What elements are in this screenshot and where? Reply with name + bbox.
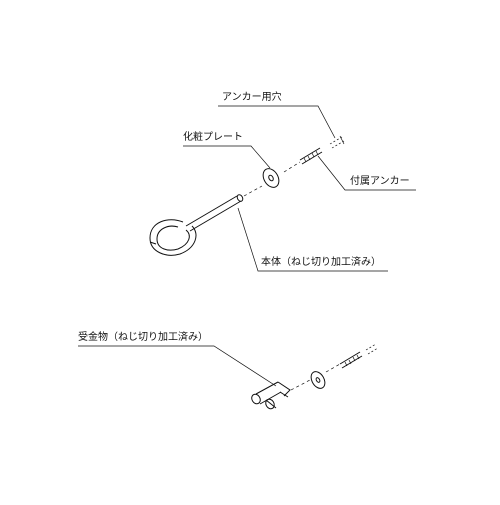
label-anchor-hole: アンカー用穴 — [222, 92, 282, 103]
leader-anchor-hole — [218, 105, 336, 139]
leader-supplied-anchor — [317, 155, 416, 191]
label-cover-plate: 化粧プレート — [183, 132, 243, 143]
body-ring — [149, 219, 197, 256]
label-receiver: 受金物（ねじ切り加工済み） — [78, 332, 208, 343]
lower-assembly — [251, 343, 379, 410]
receiver-part — [251, 381, 291, 410]
leader-lines-upper — [183, 105, 416, 272]
label-supplied-anchor: 付属アンカー — [350, 176, 410, 187]
lower-anchor-part — [339, 351, 363, 369]
axis-line-lower — [290, 363, 341, 391]
label-body: 本体（ねじ切り加工済み） — [261, 257, 381, 268]
leader-cover-plate — [183, 145, 271, 169]
cover-plate-part — [262, 168, 280, 188]
anchor-hole-part — [329, 135, 345, 149]
lower-hole-part — [365, 343, 379, 355]
supplied-anchor-part — [299, 147, 323, 165]
leader-receiver — [78, 345, 277, 387]
lower-plate-part — [310, 371, 326, 389]
body-rod — [185, 194, 244, 232]
leader-body — [237, 207, 388, 272]
upper-assembly — [149, 135, 345, 256]
